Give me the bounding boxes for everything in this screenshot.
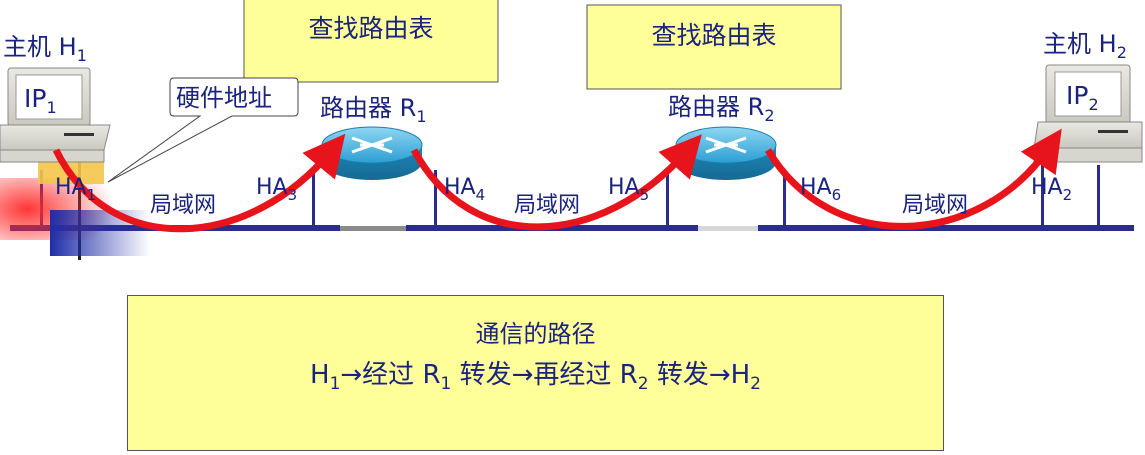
router2-icon — [675, 126, 777, 180]
communication-path-box: 通信的路径 H1→经过 R1 转发→再经过 R2 转发→H2 — [127, 295, 944, 451]
lan-segment-3 — [758, 225, 1134, 231]
router1-label: 路由器 R1 — [320, 94, 427, 126]
routing-table-label-2: 查找路由表 — [651, 21, 776, 50]
host1-ip: IP1 — [24, 84, 57, 117]
communication-path-route: H1→经过 R1 转发→再经过 R2 转发→H2 — [310, 360, 761, 395]
router2-link — [698, 226, 758, 231]
ha4-label: HA4 — [444, 175, 485, 204]
ha5-label: HA5 — [608, 175, 649, 204]
ha2-label: HA2 — [1031, 175, 1072, 204]
lan-label-1: 局域网 — [150, 193, 216, 218]
router1-link — [340, 226, 406, 231]
routing-table-box-1: 查找路由表 — [243, 0, 499, 83]
host2-ip: IP2 — [1066, 81, 1099, 114]
hw-address-callout-text: 硬件地址 — [176, 84, 272, 112]
host2-label: 主机 H2 — [1043, 30, 1127, 62]
router2-label: 路由器 R2 — [668, 93, 775, 125]
ha3-label: HA3 — [256, 175, 297, 204]
lan-label-2: 局域网 — [514, 193, 580, 218]
lan-label-3: 局域网 — [902, 193, 968, 218]
communication-path-title: 通信的路径 — [475, 320, 596, 348]
routing-table-label-1: 查找路由表 — [308, 14, 433, 43]
path-arrows — [52, 128, 1062, 233]
host1-glow — [0, 162, 150, 256]
hw-address-callout: 硬件地址 — [107, 77, 299, 183]
router1-icon — [321, 126, 423, 180]
ha6-label: HA6 — [800, 175, 841, 204]
arrow-r1-to-r2 — [410, 134, 702, 231]
arrow-r2-to-h2 — [764, 128, 1062, 230]
arrow-h1-to-r1 — [52, 133, 346, 233]
ha1-label: HA1 — [55, 175, 96, 204]
routing-table-box-2: 查找路由表 — [586, 4, 842, 90]
host1-computer: IP1 — [0, 67, 111, 163]
host1-label: 主机 H1 — [3, 33, 87, 65]
host2-computer: IP2 — [1033, 64, 1143, 163]
